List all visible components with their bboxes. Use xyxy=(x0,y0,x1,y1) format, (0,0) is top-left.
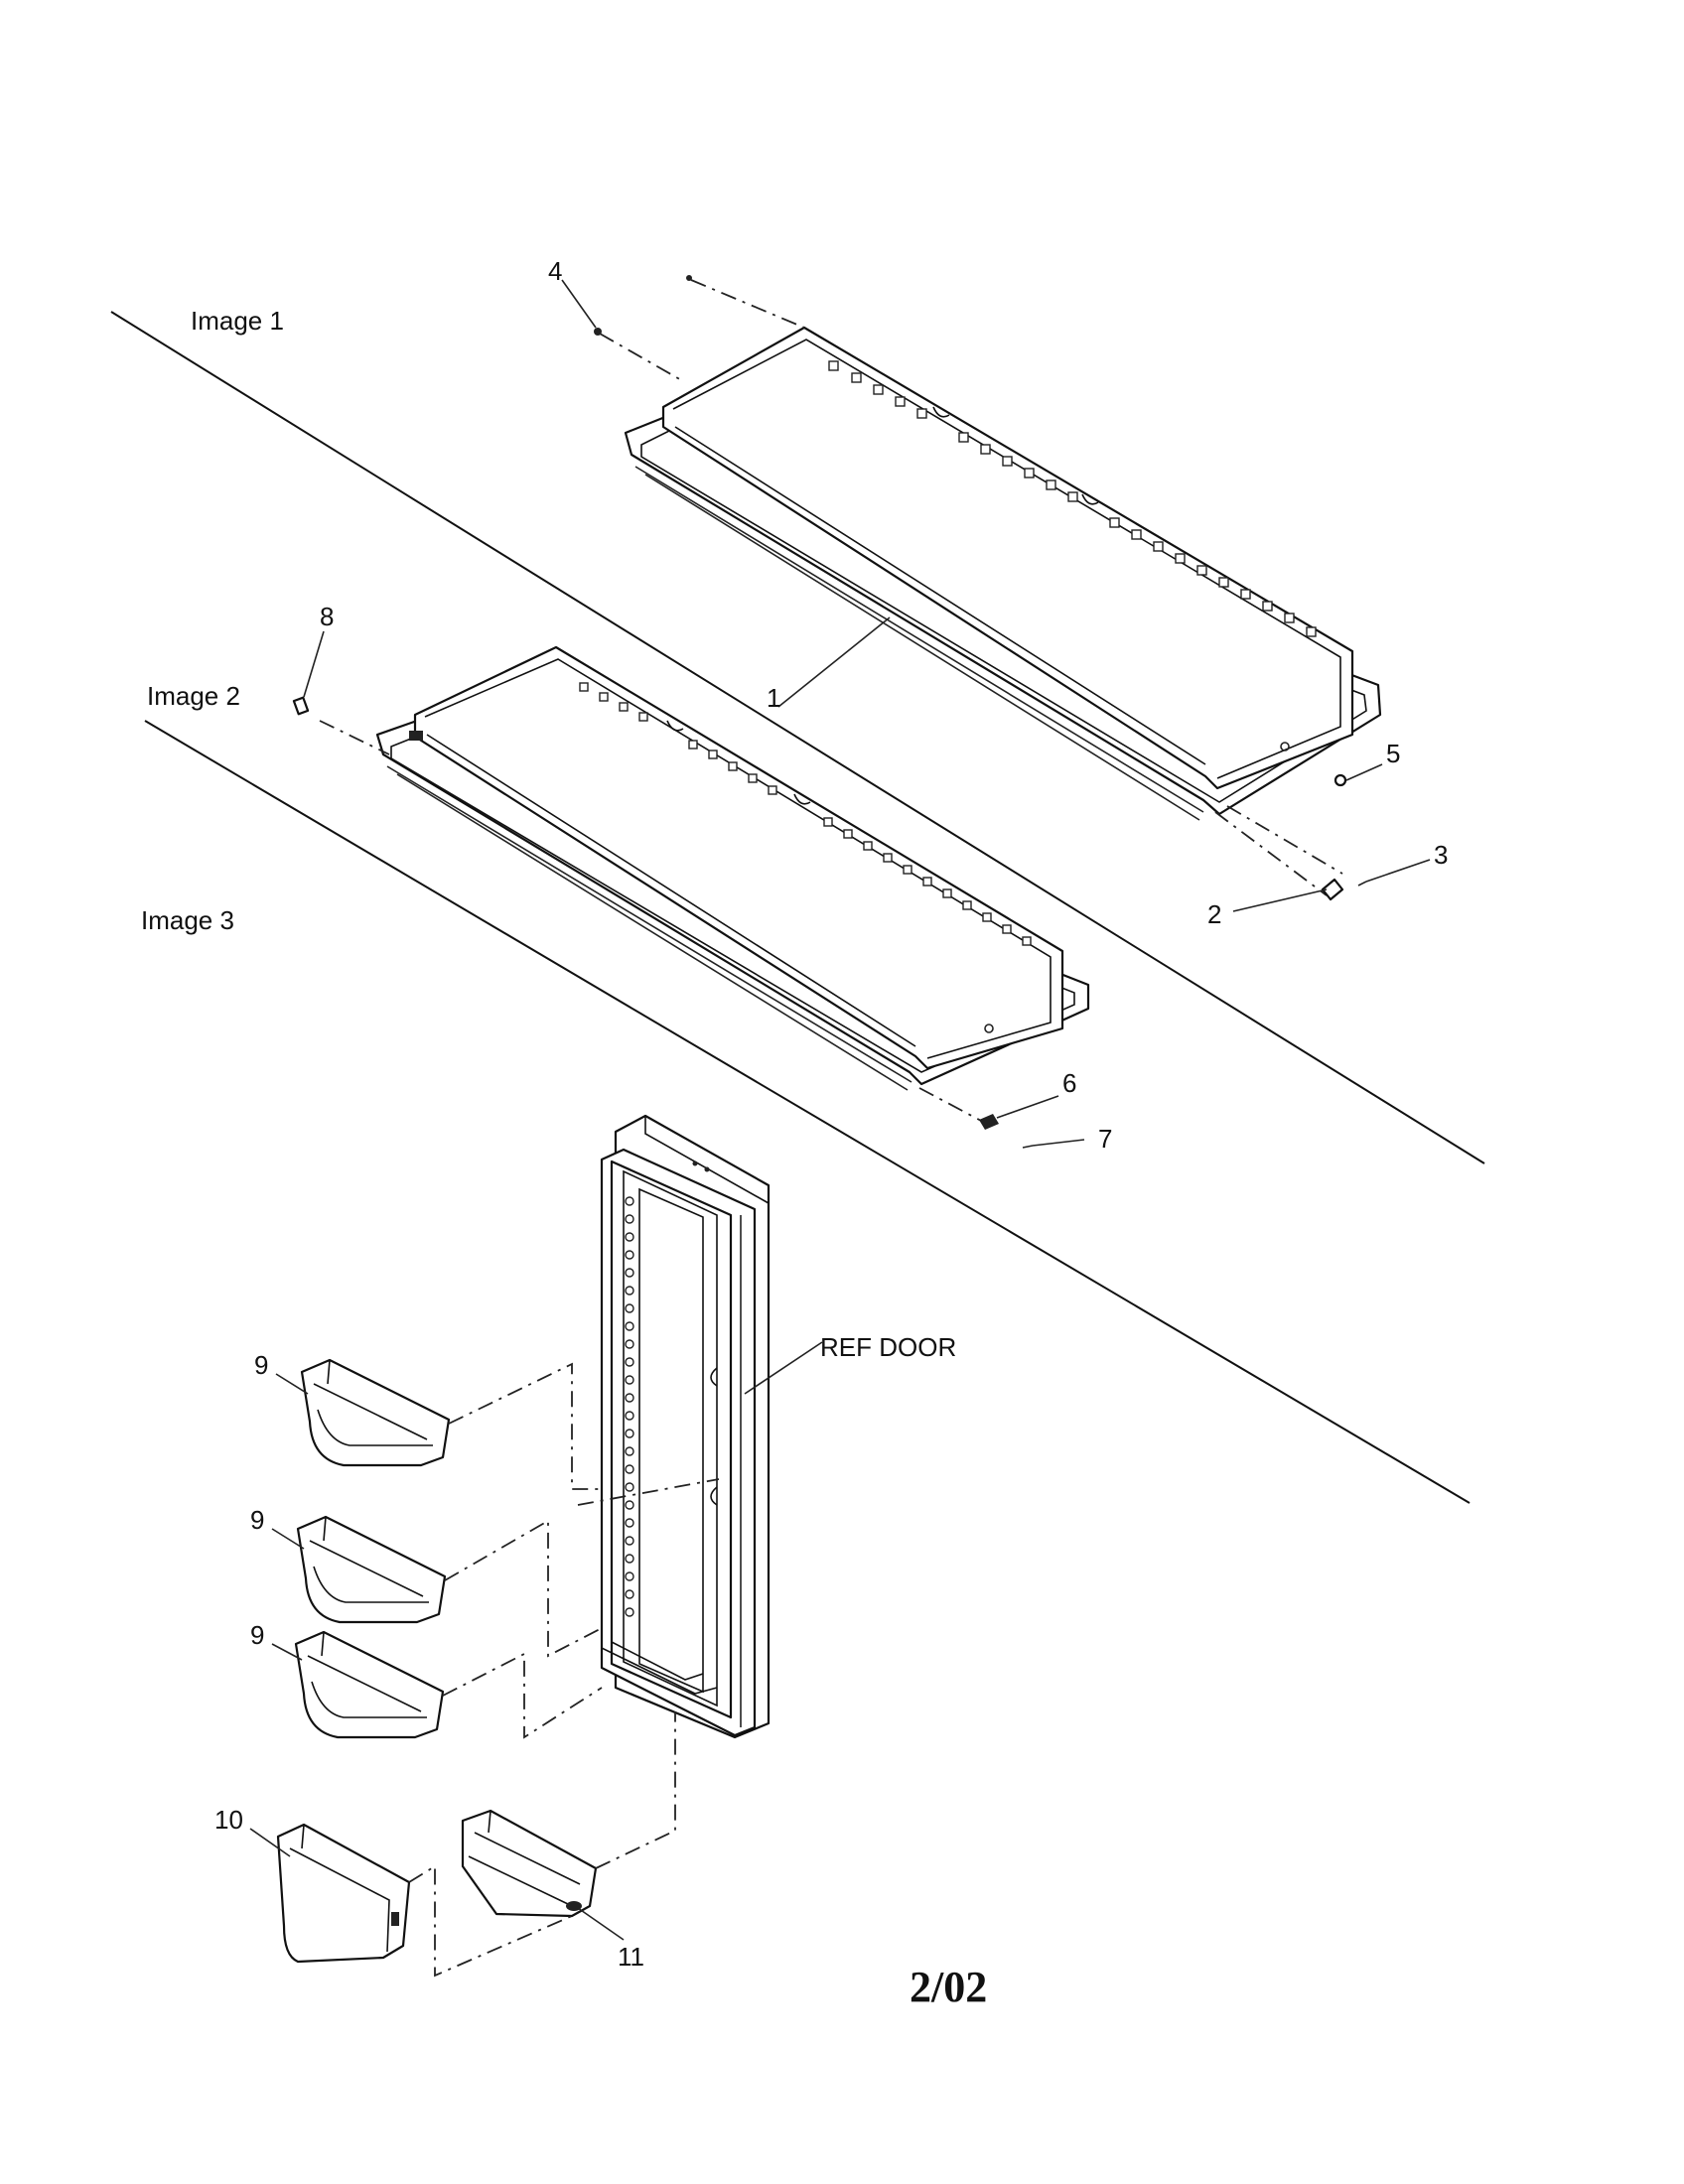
door-bin-11 xyxy=(461,1809,598,1918)
leader-5 xyxy=(1345,763,1383,781)
assembly-line-9b xyxy=(444,1519,603,1658)
divider-line-1 xyxy=(110,311,1485,1164)
ref-door-label: REF DOOR xyxy=(820,1332,956,1362)
shelf-frame-upper xyxy=(624,326,1382,821)
callout-10: 10 xyxy=(214,1805,243,1835)
door-bin-9-lower xyxy=(294,1630,445,1739)
door-bin-9-middle xyxy=(296,1515,447,1624)
leader-10 xyxy=(249,1828,291,1857)
screw-4-top xyxy=(686,275,692,281)
callout-3: 3 xyxy=(1434,840,1448,870)
screw-4 xyxy=(594,328,602,336)
hinge-2 xyxy=(1321,878,1344,901)
screw-7 xyxy=(1022,1145,1034,1149)
callout-5: 5 xyxy=(1386,739,1400,768)
leader-7 xyxy=(1032,1139,1085,1147)
callout-11: 11 xyxy=(618,1942,644,1972)
divider-line-2 xyxy=(144,720,1471,1504)
leader-9c xyxy=(271,1643,303,1661)
leader-8 xyxy=(303,630,325,698)
leader-11 xyxy=(577,1907,625,1941)
assembly-line-6 xyxy=(918,1087,984,1123)
pin-8 xyxy=(292,696,310,716)
assembly-line-4 xyxy=(690,279,805,329)
screw-3 xyxy=(1357,881,1367,887)
assembly-line-10 xyxy=(408,1864,573,1978)
leader-6 xyxy=(996,1095,1059,1119)
callout-9-lower: 9 xyxy=(250,1620,264,1650)
section-label-image2: Image 2 xyxy=(147,681,240,711)
section-label-image3: Image 3 xyxy=(141,905,234,935)
cap-5 xyxy=(1333,773,1347,787)
shelf-vent-slots-lower xyxy=(579,682,1032,946)
assembly-line-2b xyxy=(1226,805,1343,875)
shelf-vent-slots-upper xyxy=(828,360,1317,637)
page-date: 2/02 xyxy=(910,1963,987,2011)
assembly-line-2 xyxy=(1214,811,1328,896)
assembly-line-4b xyxy=(599,333,684,382)
callout-4: 4 xyxy=(548,256,562,286)
leader-2 xyxy=(1232,888,1328,912)
door-bin-10 xyxy=(276,1823,411,1964)
callout-1: 1 xyxy=(767,683,780,713)
section-label-image1: Image 1 xyxy=(191,306,284,336)
leader-9a xyxy=(275,1373,309,1395)
callout-2: 2 xyxy=(1207,899,1221,929)
door-bin-9-top xyxy=(300,1358,451,1467)
leader-ref-door xyxy=(744,1341,823,1395)
callout-8: 8 xyxy=(320,602,334,631)
leader-3 xyxy=(1365,859,1431,883)
assembly-line-9c xyxy=(442,1652,603,1739)
assembly-line-8 xyxy=(319,720,390,755)
leader-1 xyxy=(777,616,891,708)
assembly-line-9a xyxy=(448,1362,602,1490)
shelf-frame-lower xyxy=(375,645,1090,1091)
ref-door-liner xyxy=(600,1114,771,1739)
callout-6: 6 xyxy=(1062,1068,1076,1098)
callout-7: 7 xyxy=(1098,1124,1112,1154)
assembly-line-11 xyxy=(595,1711,676,1869)
hinge-6 xyxy=(979,1114,999,1130)
leader-4 xyxy=(561,279,597,329)
callout-9-top: 9 xyxy=(254,1350,268,1380)
callout-9-middle: 9 xyxy=(250,1505,264,1535)
assembly-line-door xyxy=(577,1478,720,1506)
door-shelf-holes xyxy=(625,1196,634,1617)
leader-9b xyxy=(271,1528,305,1550)
